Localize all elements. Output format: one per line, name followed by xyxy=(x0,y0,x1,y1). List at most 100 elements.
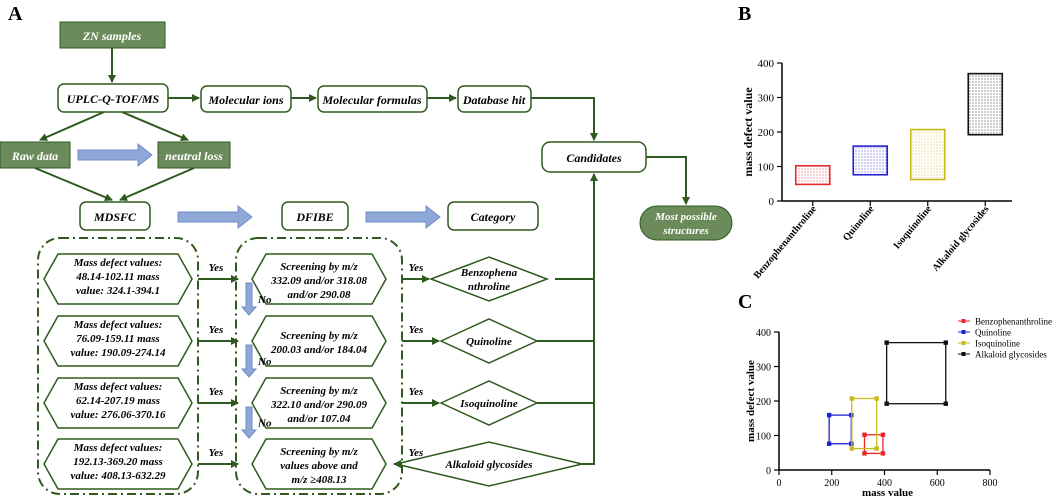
database-hit-label: Database hit xyxy=(462,93,526,107)
floating-bar xyxy=(967,72,1004,136)
legend-marker xyxy=(961,319,966,323)
y-tick-label: 0 xyxy=(766,466,771,477)
no-arrow xyxy=(240,344,258,378)
no-arrow xyxy=(240,282,258,316)
mdsfc-criterion-text: Mass defect values: xyxy=(73,319,163,331)
yes-label: Yes xyxy=(409,447,424,459)
legend-marker xyxy=(961,330,966,334)
dfibe-criterion-text: and/or 290.08 xyxy=(288,289,351,301)
category-text: Isoquinoline xyxy=(459,398,518,410)
panel-a-label: A xyxy=(8,3,23,25)
no-arrow xyxy=(240,406,258,439)
mdsfc-box xyxy=(79,201,151,231)
legend-marker xyxy=(961,341,966,345)
mdsfc-hexagon xyxy=(43,253,193,305)
yes-label: Yes xyxy=(209,262,224,274)
legend-label: Quinoline xyxy=(975,328,1011,338)
data-point xyxy=(849,446,855,451)
category-diamonds: BenzophenanthrolineQuinolineIsoquinoline… xyxy=(395,256,583,487)
dfibe-hexagon xyxy=(251,377,387,429)
x-tick-label: 200 xyxy=(824,478,839,489)
data-point xyxy=(884,401,889,406)
mdsfc-criterion-text: Mass defect values: xyxy=(73,442,163,454)
y-axis-title: mass defect value xyxy=(741,87,755,177)
legend-label: Alkaloid glycosides xyxy=(975,350,1047,360)
flow-connectors xyxy=(34,48,690,465)
panel-c-label: C xyxy=(738,291,752,313)
y-tick-label: 100 xyxy=(756,432,771,443)
yes-label: Yes xyxy=(209,386,224,398)
dfibe-criterion-text: Screening by m/z xyxy=(280,385,358,397)
most-possible-line2: structures xyxy=(662,225,708,237)
neutral-loss-label: neutral loss xyxy=(165,149,223,163)
y-tick-label: 400 xyxy=(756,328,771,339)
zn-samples-label: ZN samples xyxy=(82,29,142,43)
blue-transfer-arrows xyxy=(77,142,441,230)
category-text: Quinoline xyxy=(466,336,512,348)
dfibe-criterion-text: 200.03 and/or 184.04 xyxy=(270,344,367,356)
zn-samples-box xyxy=(59,21,166,49)
category-diamond xyxy=(395,441,583,487)
y-tick-label: 400 xyxy=(758,58,775,70)
dfibe-hexagon xyxy=(251,253,387,305)
y-tick-label: 300 xyxy=(758,93,775,105)
dfibe-criterion-text: 322.10 and/or 290.09 xyxy=(270,399,367,411)
category-text: Benzophena xyxy=(460,267,518,279)
series-outline xyxy=(828,414,852,445)
data-point xyxy=(874,446,879,451)
yes-label: Yes xyxy=(209,447,224,459)
legend-marker xyxy=(961,352,966,356)
legend-label: Benzophenanthroline xyxy=(975,317,1052,327)
no-label: No xyxy=(257,356,272,368)
data-point xyxy=(826,412,832,418)
mdsfc-criterion-text: value: 324.1-394.1 xyxy=(76,285,160,297)
y-tick-label: 200 xyxy=(756,397,771,408)
mdsfc-criterion-text: 48.14-102.11 mass xyxy=(75,271,159,283)
mdsfc-criterion-text: 76.09-159.11 mass xyxy=(76,333,159,345)
mdsfc-criteria: Mass defect values: 48.14-102.11 mass valu… xyxy=(43,253,193,490)
x-tick-label: Benzophenanthroline xyxy=(752,203,820,281)
data-point xyxy=(943,401,948,406)
dfibe-criterion-text: Screening by m/z xyxy=(280,446,358,458)
dfibe-criterion-text: and/or 107.04 xyxy=(288,413,351,425)
dfibe-box xyxy=(281,201,349,231)
mdsfc-criterion-text: value: 408.13-632.29 xyxy=(70,470,166,482)
series-outline xyxy=(863,434,884,455)
dfibe-criterion-text: Screening by m/z xyxy=(280,261,358,273)
raw-data-label: Raw data xyxy=(11,149,58,163)
x-tick-label: 0 xyxy=(777,478,782,489)
mdsfc-hexagon xyxy=(43,315,193,367)
mdsfc-criterion-text: value: 276.06-370.16 xyxy=(70,409,166,421)
mdsfc-criterion-text: value: 190.09-274.14 xyxy=(70,347,166,359)
mdsfc-criterion-text: 62.14-207.19 mass xyxy=(76,395,160,407)
yes-label: Yes xyxy=(409,386,424,398)
category-text: Alkaloid glycosides xyxy=(444,459,532,471)
floating-bar xyxy=(909,128,946,181)
category-box xyxy=(447,201,539,231)
x-tick-label: 400 xyxy=(877,478,892,489)
x-tick-label: Quinoline xyxy=(841,203,877,243)
floating-bar xyxy=(852,145,889,176)
data-point xyxy=(874,396,879,401)
category-diamond xyxy=(428,256,550,302)
data-point xyxy=(880,451,886,456)
x-tick-label: Alkaloid glycosides xyxy=(930,204,991,274)
no-label: No xyxy=(257,418,272,430)
mdsfc-group-frame xyxy=(37,237,199,495)
data-point xyxy=(849,396,855,401)
category-diamond xyxy=(439,380,539,426)
mdsfc-criterion-text: 192.13-369.20 mass xyxy=(73,456,163,468)
dfibe-hexagon xyxy=(251,438,387,490)
category-label: Category xyxy=(471,210,516,224)
yes-label: Yes xyxy=(209,324,224,336)
y-tick-label: 300 xyxy=(756,363,771,374)
mdsfc-criterion-text: Mass defect values: xyxy=(73,381,163,393)
mdsfc-hexagon xyxy=(43,377,193,429)
data-point xyxy=(862,432,867,437)
dfibe-label: DFIBE xyxy=(295,210,333,224)
candidates-label: Candidates xyxy=(566,151,622,165)
